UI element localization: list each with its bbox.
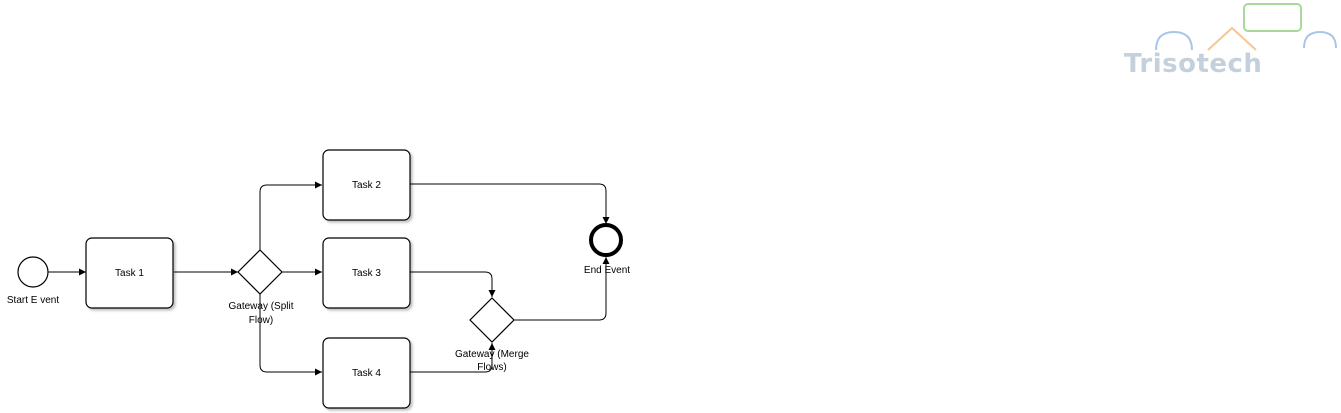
task-3-box[interactable] bbox=[322, 237, 411, 309]
split-gateway[interactable]: Gateway (Split Flow) bbox=[228, 249, 294, 326]
task-2-label: Task 2 bbox=[352, 180, 381, 191]
flow-split-to-task2[interactable] bbox=[259, 181, 322, 250]
logo-blue-arc-left bbox=[1155, 30, 1193, 51]
task-1[interactable]: Task 1 bbox=[85, 237, 174, 309]
merge-gateway-label-line-2: Flows) bbox=[477, 362, 506, 373]
flow-merge-to-end[interactable] bbox=[514, 257, 610, 321]
end-event[interactable]: End Event bbox=[584, 223, 630, 276]
merge-gateway-label-line-1: Gateway (Merge bbox=[455, 349, 529, 360]
start-event-label: Start E vent bbox=[7, 295, 59, 306]
flow-task2-to-end[interactable] bbox=[410, 183, 610, 224]
merge-gateway[interactable]: Gateway (Merge Flows) bbox=[455, 297, 529, 373]
split-gateway-label-line-2: Flow) bbox=[249, 315, 273, 326]
merge-gateway-diamond[interactable] bbox=[469, 297, 515, 343]
task-1-box[interactable] bbox=[85, 237, 174, 309]
start-event-circle[interactable] bbox=[17, 256, 49, 288]
sequence-flows bbox=[48, 181, 610, 376]
task-4-box[interactable] bbox=[322, 337, 411, 409]
task-4-label: Task 4 bbox=[352, 368, 381, 379]
trisotech-logo: Trisotech bbox=[1124, 3, 1337, 79]
split-gateway-label-line-1: Gateway (Split bbox=[228, 301, 293, 312]
task-1-label: Task 1 bbox=[115, 268, 144, 279]
task-3[interactable]: Task 3 bbox=[322, 237, 411, 309]
flow-task4-to-merge-gateway[interactable] bbox=[410, 343, 496, 373]
task-2-box[interactable] bbox=[322, 149, 411, 221]
task-4[interactable]: Task 4 bbox=[322, 337, 411, 409]
logo-blue-arc-right bbox=[1303, 30, 1337, 49]
end-event-circle[interactable] bbox=[589, 223, 623, 257]
task-3-label: Task 3 bbox=[352, 268, 381, 279]
logo-text: Trisotech bbox=[1124, 49, 1262, 79]
end-event-label: End Event bbox=[584, 265, 630, 276]
task-2[interactable]: Task 2 bbox=[322, 149, 411, 221]
flow-task3-to-merge-gateway[interactable] bbox=[410, 271, 496, 297]
split-gateway-diamond[interactable] bbox=[237, 249, 283, 295]
logo-orange-chevron bbox=[1207, 26, 1257, 51]
logo-green-box bbox=[1243, 3, 1302, 32]
start-event[interactable]: Start E vent bbox=[7, 256, 59, 306]
flow-split-to-task4[interactable] bbox=[259, 294, 322, 376]
